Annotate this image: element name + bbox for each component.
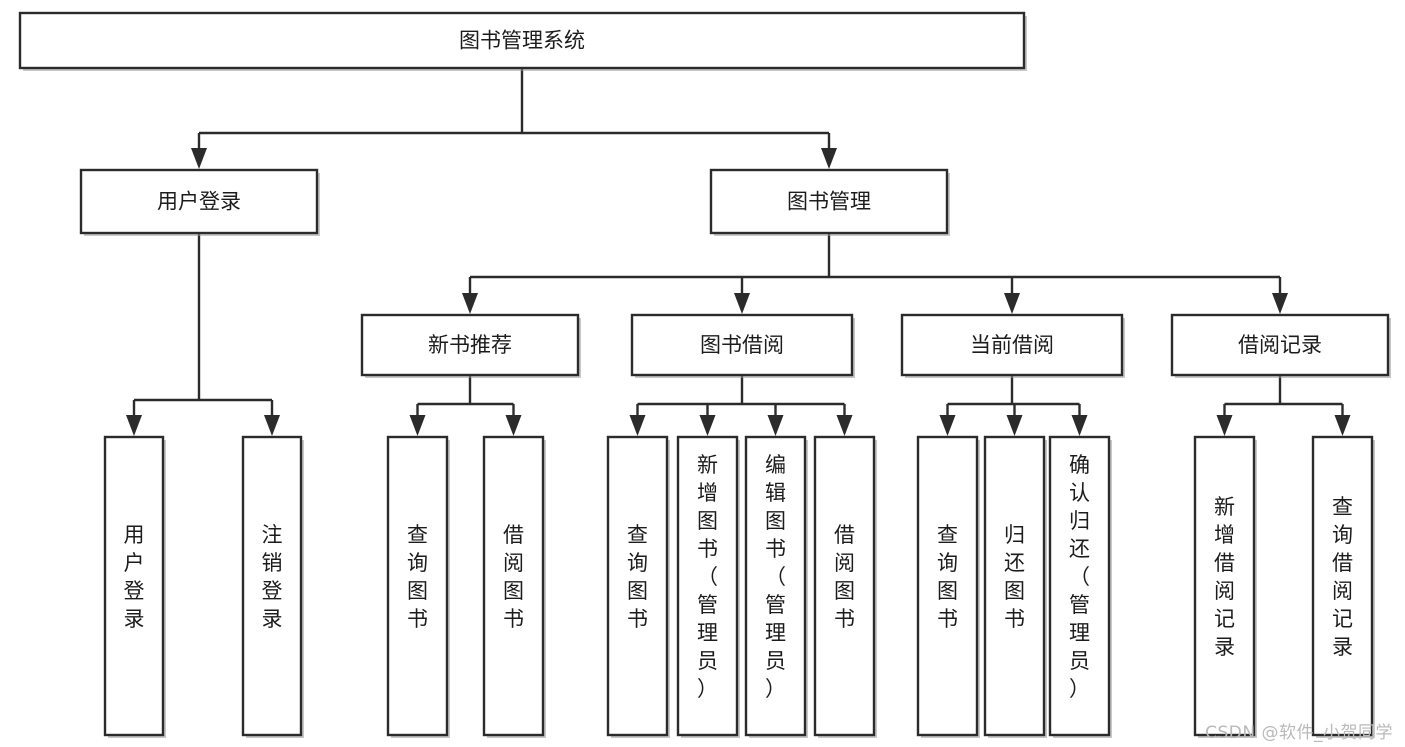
node-box[interactable] — [676, 435, 739, 737]
node-b1[interactable]: 查询图书 — [606, 435, 670, 738]
node-label: 借阅图书 — [503, 523, 524, 631]
connector-group-current — [939, 375, 1088, 436]
arrow-head-l2 — [264, 415, 280, 436]
node-box[interactable] — [900, 313, 1124, 377]
node-box[interactable] — [103, 435, 165, 737]
connector-group-newbook — [409, 375, 522, 436]
node-newbook[interactable]: 新书推荐 — [360, 313, 581, 378]
arrow-head-current — [1004, 293, 1020, 314]
node-label: 当前借阅 — [970, 333, 1054, 357]
node-b4[interactable]: 借阅图书 — [813, 435, 877, 738]
arrow-head-c3 — [1071, 415, 1088, 436]
watermark: CSDN @软件_小贺同学 — [1205, 723, 1393, 743]
node-box[interactable] — [744, 435, 807, 737]
node-bookmgmt[interactable]: 图书管理 — [709, 168, 950, 236]
arrow-head-r1 — [1216, 415, 1233, 436]
connectors-layer — [126, 68, 1351, 436]
node-label: 图书管理系统 — [459, 29, 585, 53]
node-label: 归还图书 — [1004, 523, 1025, 631]
node-label: 查询图书 — [627, 523, 648, 631]
arrow-head-bookmgmt — [821, 148, 837, 169]
node-box[interactable] — [813, 435, 876, 737]
node-box[interactable] — [1311, 435, 1374, 737]
node-box[interactable] — [983, 435, 1046, 737]
arrow-head-b1 — [629, 415, 646, 436]
node-label: 查询图书 — [407, 523, 428, 631]
node-label: 新书推荐 — [428, 333, 512, 357]
connector-group-root — [191, 68, 837, 169]
node-login[interactable]: 用户登录 — [79, 168, 320, 236]
arrow-head-b2 — [699, 415, 716, 436]
node-b2[interactable]: 新增图书（管理员） — [676, 435, 740, 738]
connector-group-login — [126, 233, 280, 436]
node-label: 确认归还（管理员） — [1069, 453, 1090, 701]
node-label: 借阅记录 — [1238, 333, 1322, 357]
node-box[interactable] — [18, 11, 1026, 70]
node-box[interactable] — [709, 168, 949, 235]
node-box[interactable] — [1048, 435, 1111, 737]
node-label: 用户登录 — [124, 523, 145, 631]
node-box[interactable] — [1170, 313, 1390, 377]
node-current[interactable]: 当前借阅 — [900, 313, 1125, 378]
arrow-head-login — [191, 148, 207, 169]
node-c1[interactable]: 查询图书 — [916, 435, 980, 738]
node-r2[interactable]: 查询借阅记录 — [1311, 435, 1375, 738]
arrow-head-c1 — [939, 415, 956, 436]
node-label: 用户登录 — [157, 190, 241, 214]
arrow-head-c2 — [1006, 415, 1023, 436]
node-l2[interactable]: 注销登录 — [241, 435, 304, 738]
arrow-head-n1 — [409, 415, 426, 436]
node-label: 注销登录 — [262, 523, 283, 631]
arrow-head-b4 — [836, 415, 853, 436]
arrow-head-r2 — [1334, 415, 1351, 436]
node-label: 图书借阅 — [700, 333, 784, 357]
node-box[interactable] — [1193, 435, 1256, 737]
connector-group-borrow — [629, 375, 853, 436]
node-root[interactable]: 图书管理系统 — [18, 11, 1027, 71]
connector-group-records — [1216, 375, 1351, 436]
node-l1[interactable]: 用户登录 — [103, 435, 166, 738]
node-n1[interactable]: 查询图书 — [386, 435, 450, 738]
node-box[interactable] — [482, 435, 545, 737]
arrow-head-b3 — [767, 415, 784, 436]
arrow-head-newbook — [462, 293, 478, 314]
node-c2[interactable]: 归还图书 — [983, 435, 1047, 738]
node-label: 借阅图书 — [834, 523, 855, 631]
node-box[interactable] — [606, 435, 669, 737]
node-box[interactable] — [79, 168, 319, 235]
node-box[interactable] — [630, 313, 854, 377]
connector-group-bookmgmt — [462, 233, 1288, 314]
nodes-layer: 图书管理系统用户登录图书管理新书推荐图书借阅当前借阅借阅记录用户登录注销登录查询… — [18, 11, 1391, 738]
node-label: 查询图书 — [937, 523, 958, 631]
node-label: 编辑图书（管理员） — [765, 453, 786, 701]
arrow-head-borrow — [734, 293, 750, 314]
arrow-head-records — [1272, 293, 1288, 314]
node-box[interactable] — [241, 435, 303, 737]
node-label: 查询借阅记录 — [1332, 495, 1353, 659]
node-box[interactable] — [916, 435, 979, 737]
node-r1[interactable]: 新增借阅记录 — [1193, 435, 1257, 738]
node-label: 新增借阅记录 — [1214, 495, 1235, 659]
arrow-head-l1 — [126, 415, 142, 436]
node-box[interactable] — [360, 313, 580, 377]
arrow-head-n2 — [505, 415, 522, 436]
node-n2[interactable]: 借阅图书 — [482, 435, 546, 738]
node-label: 新增图书（管理员） — [697, 453, 718, 701]
node-c3[interactable]: 确认归还（管理员） — [1048, 435, 1112, 738]
node-b3[interactable]: 编辑图书（管理员） — [744, 435, 808, 738]
node-label: 图书管理 — [787, 190, 871, 214]
node-borrow[interactable]: 图书借阅 — [630, 313, 855, 378]
node-box[interactable] — [386, 435, 449, 737]
node-records[interactable]: 借阅记录 — [1170, 313, 1391, 378]
